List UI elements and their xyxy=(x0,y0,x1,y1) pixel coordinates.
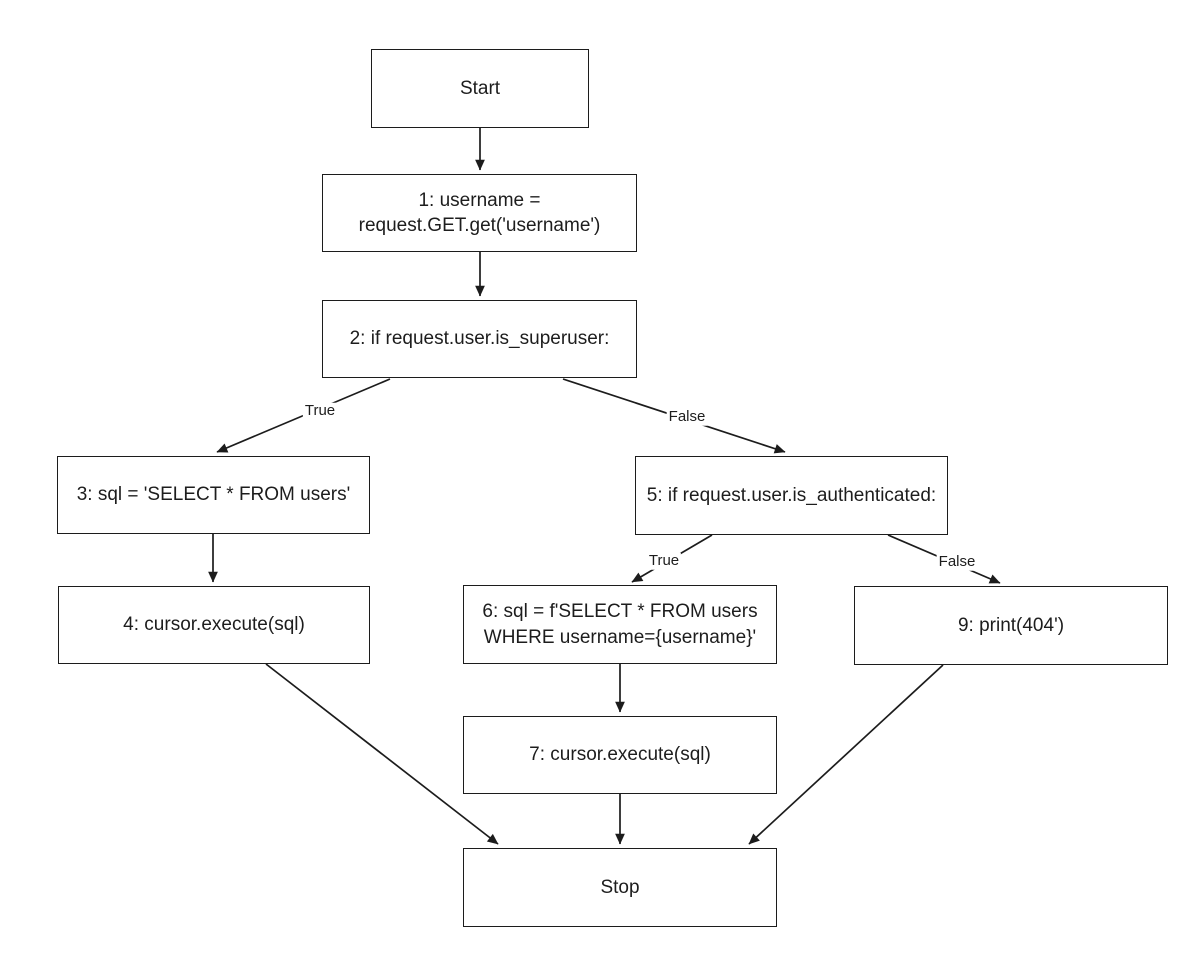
flow-node-4-label: 4: cursor.execute(sql) xyxy=(123,614,305,636)
flow-node-1-label: 1: username = request.GET.get('username'… xyxy=(358,189,601,236)
flow-node-7-cursor-execute: 7: cursor.execute(sql) xyxy=(463,716,777,794)
flow-node-6-label: 6: sql = f'SELECT * FROM users WHERE use… xyxy=(482,601,758,648)
edge-label-n2-false: False xyxy=(666,407,708,426)
edge-label-n5-true: True xyxy=(646,551,682,570)
flow-node-1-username-assignment: 1: username = request.GET.get('username'… xyxy=(322,174,637,252)
edge-label-n5-false: False xyxy=(936,552,978,571)
flow-node-9-label: 9: print(404') xyxy=(957,614,1065,636)
flow-node-9-print-404: 9: print(404') xyxy=(854,586,1168,665)
flow-node-5-label: 5: if request.user.is_authenticated: xyxy=(646,484,937,506)
flow-node-3-label: 3: sql = 'SELECT * FROM users' xyxy=(76,484,351,506)
edge-n4-to-stop xyxy=(265,663,499,845)
flow-node-start-label: Start xyxy=(459,77,501,99)
edge-label-n2-true: True xyxy=(302,401,338,420)
flow-node-6-sql-fstring: 6: sql = f'SELECT * FROM users WHERE use… xyxy=(463,585,777,664)
flow-node-stop-label: Stop xyxy=(600,876,640,898)
flow-node-stop: Stop xyxy=(463,848,777,927)
edge-n9-to-stop xyxy=(748,664,944,845)
flow-node-2-label: 2: if request.user.is_superuser: xyxy=(349,328,610,350)
flow-node-5-authenticated-check: 5: if request.user.is_authenticated: xyxy=(635,456,948,535)
flow-node-7-label: 7: cursor.execute(sql) xyxy=(529,744,711,766)
flow-node-2-superuser-check: 2: if request.user.is_superuser: xyxy=(322,300,637,378)
flow-node-4-cursor-execute: 4: cursor.execute(sql) xyxy=(58,586,370,664)
flow-node-3-sql-select-all: 3: sql = 'SELECT * FROM users' xyxy=(57,456,370,534)
flow-node-start: Start xyxy=(371,49,589,128)
